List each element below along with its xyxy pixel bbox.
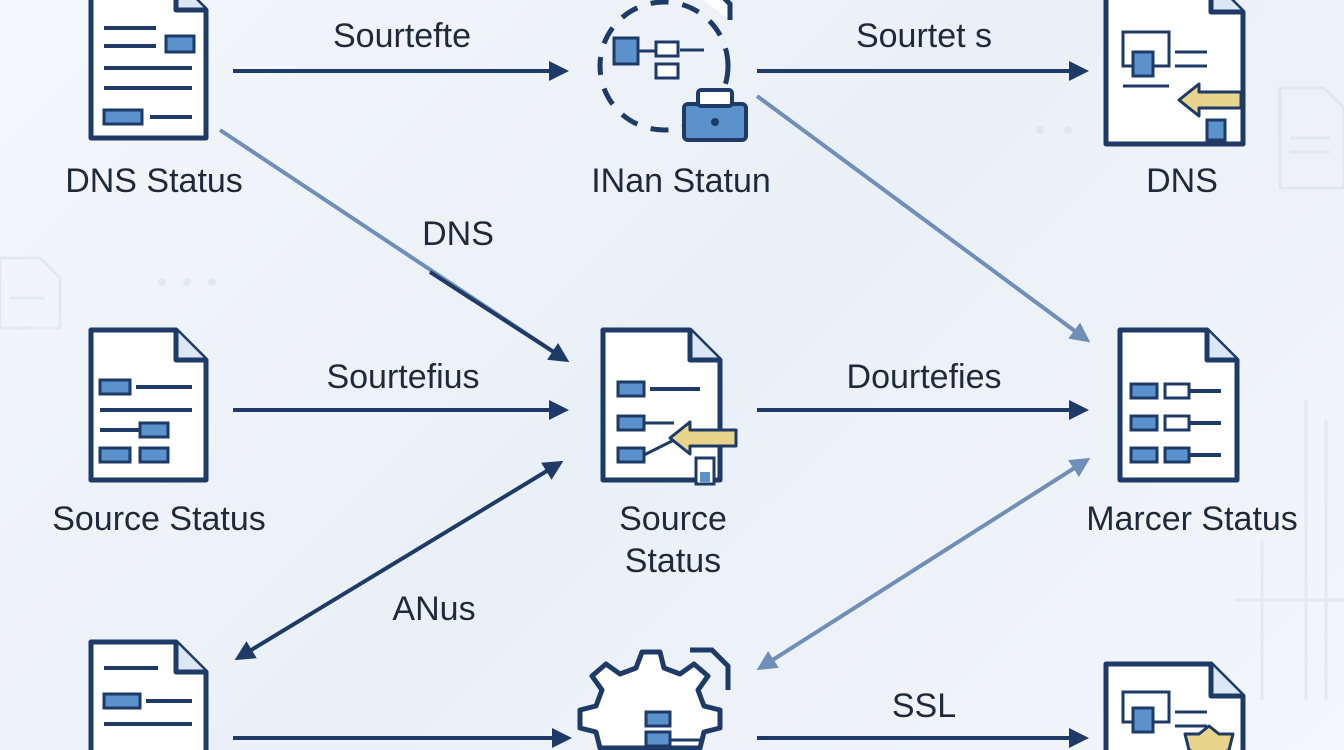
faint-document-icon: [0, 256, 62, 330]
edge-n5-n7: [234, 460, 564, 661]
edge-n1-n5: [218, 128, 570, 363]
edge-label-n2-n3: Sourtet s: [856, 17, 992, 55]
node-label-n6: Marcer Status: [1086, 500, 1298, 538]
gear-document-icon: [577, 647, 731, 750]
background-decorations: [0, 86, 1344, 700]
edge-n6-n8: [756, 457, 1091, 671]
node-n7[interactable]: [88, 639, 209, 750]
faint-document-icon: [1278, 86, 1344, 190]
document-icon: [88, 639, 209, 750]
edge-n2-n6: [755, 94, 1091, 343]
node-label-n2: INan Statun: [591, 162, 771, 200]
faint-bars: [1235, 400, 1344, 700]
edge-label-n5-n6: Dourtefies: [847, 358, 1002, 396]
node-n9[interactable]: [1103, 661, 1246, 750]
node-n1[interactable]: [88, 0, 209, 141]
dashboard-transfer-document-icon: [1103, 0, 1246, 147]
document-icon: [88, 0, 209, 141]
node-label-n4: Source Status: [52, 500, 266, 538]
dashboard-shield-document-icon: [1103, 661, 1246, 750]
edge-label-n4-n5: Sourtefius: [326, 358, 479, 396]
edge-label-n1-n5: DNS: [422, 215, 494, 253]
document-transfer-icon: [600, 327, 738, 486]
network-gear-document-icon: [597, 0, 748, 142]
node-label-n5-line2: Status: [625, 542, 721, 580]
document-icon: [88, 327, 209, 483]
edge-label-n5-n7: ANus: [392, 590, 475, 628]
node-n6[interactable]: [1117, 327, 1240, 483]
faint-dots: [158, 126, 1072, 286]
node-label-n5-line1: Source: [619, 500, 727, 538]
document-icon: [1117, 327, 1240, 483]
node-n8[interactable]: [577, 647, 731, 750]
node-n4[interactable]: [88, 327, 209, 483]
edge-label-n1-n2: Sourtefte: [333, 17, 471, 55]
node-label-n3: DNS: [1146, 162, 1218, 200]
node-n5[interactable]: [600, 327, 738, 486]
edge-label-n8-n9: SSL: [892, 687, 956, 725]
node-label-n1: DNS Status: [65, 162, 243, 200]
node-n3[interactable]: [1103, 0, 1246, 147]
node-n2[interactable]: [597, 0, 748, 142]
